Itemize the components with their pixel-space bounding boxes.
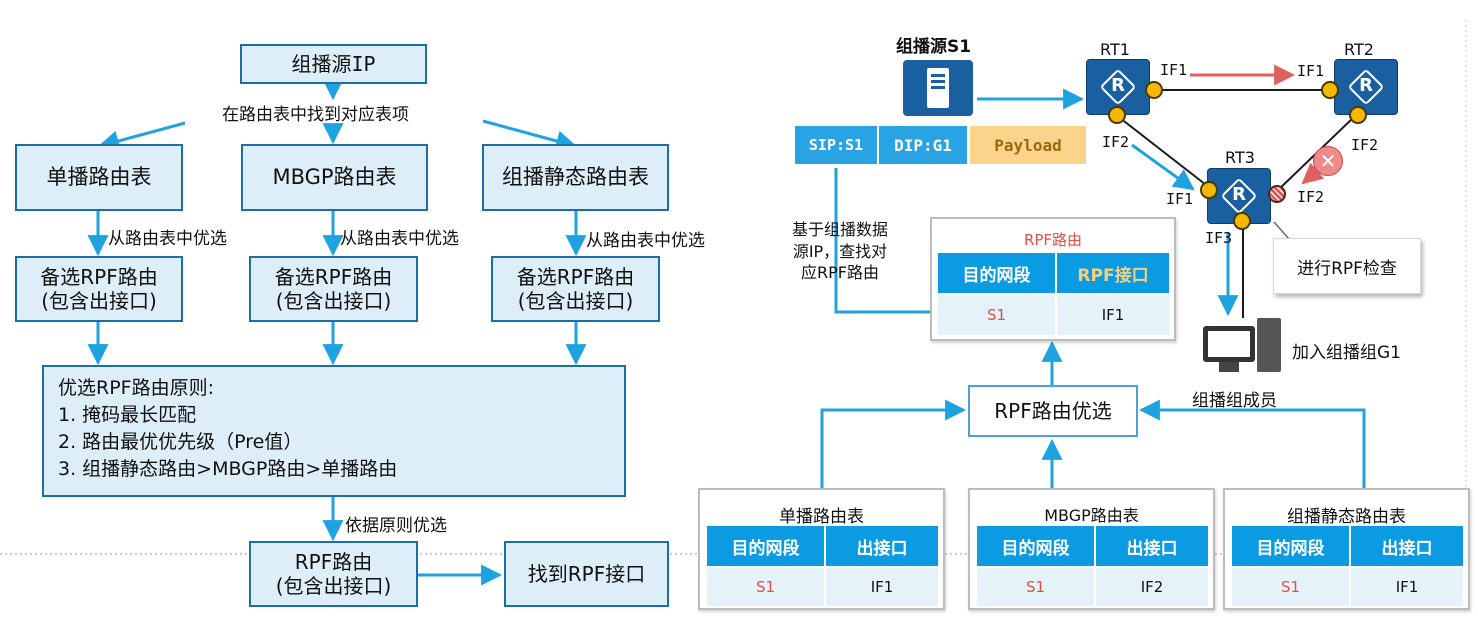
router-letter: R xyxy=(1111,75,1125,96)
mbgp-cell-dest: S1 xyxy=(977,568,1094,606)
multicast-source-ip-box: 组播源IP xyxy=(240,44,427,84)
static-cell-iface: IF1 xyxy=(1351,568,1463,606)
rt2-if2-label: IF2 xyxy=(1351,136,1379,154)
rt3-if3-label: IF3 xyxy=(1205,229,1233,247)
rpf-table-header-dest: 目的网段 xyxy=(938,253,1055,293)
rt2-if1-port xyxy=(1321,81,1339,99)
rpf-table-cell-iface: IF1 xyxy=(1057,295,1169,335)
candidate-rpf-box-3: 备选RPF路由 (包含出接口) xyxy=(491,256,660,322)
rpf-fail-icon: ✕ xyxy=(1313,146,1343,176)
mbgp-route-table: MBGP路由表 目的网段 出接口 S1 IF2 xyxy=(968,488,1215,610)
rt1-if1-port xyxy=(1145,81,1163,99)
mbgp-route-table-title: MBGP路由表 xyxy=(1044,506,1139,525)
rpf-select-box: RPF路由优选 xyxy=(968,385,1138,437)
mbgp-header-dest: 目的网段 xyxy=(977,526,1094,566)
rt3-if3-port xyxy=(1233,212,1251,230)
candidate-rpf-box-2: 备选RPF路由 (包含出接口) xyxy=(249,256,418,322)
unicast-route-table: 单播路由表 目的网段 出接口 S1 IF1 xyxy=(698,488,945,610)
rt1-if1-label: IF1 xyxy=(1160,61,1188,79)
server-icon xyxy=(903,60,973,116)
static-table-box: 组播静态路由表 xyxy=(482,144,669,211)
packet-payload: Payload xyxy=(970,126,1086,164)
principle-item-2: 2. 路由最优优先级（Pre值） xyxy=(58,430,303,453)
rt3-label: RT3 xyxy=(1225,148,1255,167)
principles-title: 优选RPF路由原则: xyxy=(58,377,214,399)
candidate-line1: 备选RPF路由 xyxy=(274,265,393,289)
static-route-table-title: 组播静态路由表 xyxy=(1287,507,1406,527)
static-cell-dest: S1 xyxy=(1232,568,1349,606)
candidate-line2: (包含出接口) xyxy=(517,289,634,313)
lookup-note-line3: 应RPF路由 xyxy=(801,263,879,283)
find-rpf-interface-box: 找到RPF接口 xyxy=(504,541,669,607)
rpf-route-box: RPF路由 (包含出接口) xyxy=(249,541,418,607)
select-label-3: 从路由表中优选 xyxy=(586,231,705,251)
static-header-iface: 出接口 xyxy=(1351,526,1463,566)
rpf-route-line2: (包含出接口) xyxy=(275,574,392,598)
candidate-line2: (包含出接口) xyxy=(275,289,392,313)
unicast-cell-dest: S1 xyxy=(707,568,824,606)
static-route-table: 组播静态路由表 目的网段 出接口 S1 IF1 xyxy=(1223,488,1470,610)
rt3-if2-label: IF2 xyxy=(1297,188,1325,206)
unicast-cell-iface: IF1 xyxy=(826,568,938,606)
rt1-if2-port xyxy=(1108,106,1126,124)
static-header-dest: 目的网段 xyxy=(1232,526,1349,566)
unicast-header-iface: 出接口 xyxy=(826,526,938,566)
principle-item-3: 3. 组播静态路由>MBGP路由>单播路由 xyxy=(58,457,398,480)
candidate-line1: 备选RPF路由 xyxy=(40,265,158,289)
lookup-label: 在路由表中找到对应表项 xyxy=(222,105,409,125)
candidate-line2: (包含出接口) xyxy=(41,289,157,313)
join-group-label: 加入组播组G1 xyxy=(1292,343,1401,363)
unicast-route-table-title: 单播路由表 xyxy=(779,507,864,527)
rpf-check-callout: 进行RPF检查 xyxy=(1273,238,1421,294)
router-letter: R xyxy=(1232,184,1246,205)
packet-sip: SIP:S1 xyxy=(795,126,877,164)
candidate-line1: 备选RPF路由 xyxy=(516,265,635,289)
rt2-if2-port xyxy=(1349,106,1367,124)
candidate-rpf-box-1: 备选RPF路由 (包含出接口) xyxy=(15,256,183,322)
select-label-2: 从路由表中优选 xyxy=(340,229,459,249)
lookup-note-line2: 源IP，查找对 xyxy=(792,241,888,261)
mbgp-header-iface: 出接口 xyxy=(1096,526,1208,566)
rt3-if1-port xyxy=(1200,181,1218,199)
source-label: 组播源S1 xyxy=(896,37,972,57)
select-label-1: 从路由表中优选 xyxy=(108,229,227,249)
rt2-if1-label: IF1 xyxy=(1297,62,1325,80)
rpf-table-header-iface: RPF接口 xyxy=(1057,253,1169,293)
group-member-label: 组播组成员 xyxy=(1192,391,1277,411)
lookup-note: 基于组播数据 源IP，查找对 应RPF路由 xyxy=(772,219,908,284)
rpf-route-table: RPF路由 目的网段 RPF接口 S1 IF1 xyxy=(930,217,1176,341)
rt1-label: RT1 xyxy=(1100,40,1130,59)
mbgp-table-box: MBGP路由表 xyxy=(241,144,428,211)
lookup-note-line1: 基于组播数据 xyxy=(791,220,888,239)
host-computer-icon xyxy=(1203,318,1283,374)
unicast-header-dest: 目的网段 xyxy=(707,526,824,566)
rt3-if1-label: IF1 xyxy=(1166,190,1194,208)
rpf-table-cell-dest: S1 xyxy=(938,295,1055,335)
rpf-table-title: RPF路由 xyxy=(1023,231,1083,249)
rpf-route-line1: RPF路由 xyxy=(294,550,373,574)
by-principle-label: 依据原则优选 xyxy=(345,516,447,536)
rt3-if2-port xyxy=(1268,185,1286,203)
principles-box: 优选RPF路由原则: 1. 掩码最长匹配 2. 路由最优优先级（Pre值） 3.… xyxy=(42,365,626,497)
unicast-table-box: 单播路由表 xyxy=(15,144,183,211)
rt1-if2-label: IF2 xyxy=(1102,133,1130,151)
rt2-router-icon: R xyxy=(1334,59,1398,115)
rt2-label: RT2 xyxy=(1344,40,1374,59)
rt1-router-icon: R xyxy=(1086,59,1150,115)
packet-dip: DIP:G1 xyxy=(879,126,967,164)
principle-item-1: 1. 掩码最长匹配 xyxy=(58,403,197,426)
router-letter: R xyxy=(1359,75,1373,96)
mbgp-cell-iface: IF2 xyxy=(1096,568,1208,606)
